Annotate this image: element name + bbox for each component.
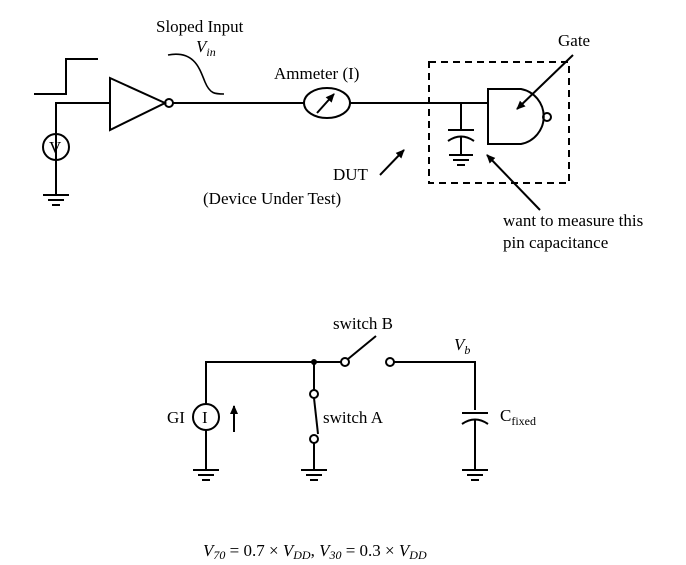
switch-b-contact-left [340, 357, 350, 367]
capacitor-icon [447, 129, 475, 155]
nand-gate-icon [487, 88, 545, 145]
input-wire [55, 102, 110, 160]
dut-arrow [379, 149, 405, 176]
inverter-icon [109, 76, 168, 132]
step-waveform [34, 58, 98, 95]
ground-icon [301, 469, 327, 481]
ground-icon [449, 154, 473, 166]
vb-wire [394, 361, 476, 410]
dut-box [428, 61, 570, 184]
gate-label: Gate [558, 31, 590, 50]
ammeter-needle [316, 93, 335, 114]
current-source-glyph: I [202, 408, 208, 427]
nand-bubble [542, 112, 552, 122]
ground-icon [462, 469, 488, 481]
vin-label: Vin [196, 37, 216, 59]
cfixed-label: Cfixed [500, 406, 536, 428]
switch-a-lever [313, 397, 319, 435]
dut-full-label: (Device Under Test) [203, 189, 341, 208]
gate-arrow [516, 54, 574, 110]
voltmeter-glyph: V [49, 138, 62, 157]
measure-label-line1: want to measure this [503, 211, 643, 230]
top-wire [205, 361, 341, 404]
measure-arrow [486, 154, 541, 211]
measure-label-line2: pin capacitance [503, 233, 608, 252]
threshold-formula: V70 = 0.7 × VDD, V30 = 0.3 × VDD [203, 541, 427, 562]
switch-a-contact-bottom [309, 434, 319, 444]
ground-icon [43, 194, 69, 206]
capacitor-icon [461, 412, 489, 470]
switch-b-contact-right [385, 357, 395, 367]
switch-a-contact-top [309, 389, 319, 399]
switch-b-lever [347, 335, 377, 360]
vb-label: Vb [454, 335, 470, 357]
dut-label: DUT [333, 165, 369, 184]
switch-a-label: switch A [323, 408, 384, 427]
switch-b-label: switch B [333, 314, 393, 333]
sloped-waveform [167, 53, 225, 95]
gi-label: GI [167, 408, 185, 427]
ground-icon [193, 469, 219, 481]
sloped-input-label: Sloped Input [156, 17, 244, 36]
ammeter-label: Ammeter (I) [274, 64, 359, 83]
